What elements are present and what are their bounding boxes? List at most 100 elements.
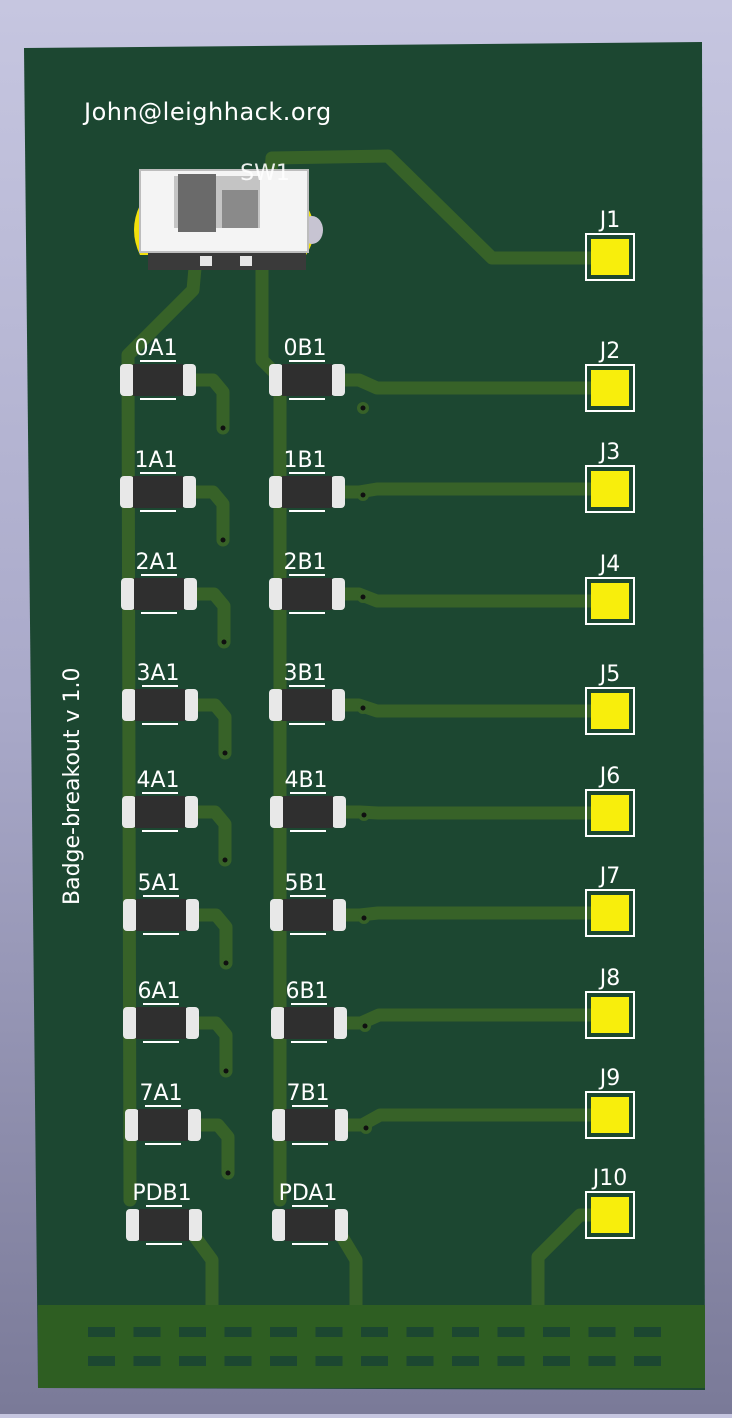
jumper-pad[interactable]: J5 [585,662,635,735]
edge-pad [452,1327,479,1337]
resistor-cap-left [269,476,283,508]
resistor-cap-right [188,1209,202,1241]
jumper-pad-copper [591,795,629,831]
trace-b-row [339,906,617,922]
edge-pad [361,1327,388,1337]
resistor: PDB1 [126,1181,202,1245]
edge-pad [588,1356,616,1366]
resistor-cap-left [123,899,137,931]
resistor-cap-left [269,364,283,396]
jumper-pad-outline [585,687,635,735]
jumper-ref-label: J5 [598,662,621,687]
switch-ref-label: SW1 [240,161,290,186]
jumper-pad[interactable]: J10 [585,1166,635,1239]
switch-knob-shade [222,190,258,228]
trace-a-row [192,908,233,970]
resistor-ref-label: PDB1 [132,1181,191,1206]
jumper-pad[interactable]: J6 [585,764,635,837]
resistor: 4B1 [270,768,346,832]
jumper-ref-label: J3 [598,440,621,465]
resistor-ref-label: 2B1 [283,550,326,575]
resistor-cap-right [185,899,199,931]
trace-a-row [190,587,231,649]
resistor-cap-right [333,1007,347,1039]
resistor: 2A1 [121,550,197,614]
edge-pad [588,1327,616,1337]
jumper-pad[interactable]: J8 [585,966,635,1039]
jumper-pad-copper [591,583,629,619]
resistor: 1A1 [120,448,196,512]
resistor-ref-label: 5B1 [284,871,327,896]
resistor-cap-left [269,578,283,610]
jumper-pad-outline [585,233,635,281]
edge-pad [88,1356,115,1366]
jumper-pad[interactable]: J2 [585,339,635,412]
switch-knob[interactable] [178,174,216,232]
resistor-cap-right [332,899,346,931]
edge-pad [406,1356,434,1366]
edge-connector-pads [88,1327,661,1366]
resistor-cap-right [331,689,345,721]
resistor-cap-right [182,364,196,396]
jumper-pad[interactable]: J4 [585,552,635,625]
edge-pad [179,1327,206,1337]
edge-pad [133,1327,161,1337]
jumper-pad[interactable]: J3 [585,440,635,513]
resistor: 6B1 [271,979,347,1043]
edge-pad [497,1327,525,1337]
jumper-pad-copper [591,895,629,931]
edge-pad [224,1356,252,1366]
switch-pin-left [200,256,212,266]
trace-a-row [192,1016,233,1078]
resistor-body [282,476,332,508]
resistor-body [284,1007,334,1039]
via-hole [222,857,228,863]
jumper-pad-copper [591,997,629,1033]
jumper-pad[interactable]: J7 [585,864,635,937]
resistor-body [283,796,333,828]
edge-pad [452,1356,479,1366]
resistor-cap-right [331,578,345,610]
resistor-cap-left [122,796,136,828]
trace-sw1-j1 [263,149,615,265]
resistor-ref-label: 7B1 [286,1081,329,1106]
trace-a-row [191,698,232,760]
resistor: 1B1 [269,448,345,512]
resistor: 7B1 [272,1081,348,1145]
resistor: 4A1 [122,768,198,832]
resistor-cap-left [271,1007,285,1039]
resistor-body [283,899,333,931]
resistor-ref-label: 0A1 [134,336,177,361]
resistor-body [285,1109,335,1141]
jumper-ref-label: J8 [598,966,621,991]
via-hole [223,1068,229,1074]
resistor-cap-left [125,1109,139,1141]
resistor-cap-left [126,1209,140,1241]
switch-sw1[interactable]: SW1 [134,161,323,270]
resistor-cap-left [120,476,134,508]
jumper-pad-outline [585,889,635,937]
via-hole [363,1125,369,1131]
resistor-ref-label: 0B1 [283,336,326,361]
jumper-ref-label: J10 [591,1166,627,1191]
resistor-cap-right [331,364,345,396]
jumper-pad[interactable]: J9 [585,1066,635,1139]
resistor-body [282,364,332,396]
edge-pad [634,1356,661,1366]
trace-bus-a [121,261,202,1207]
resistor: 3A1 [122,661,198,725]
silk-email: John@leighhack.org [82,98,332,126]
jumper-pad-outline [585,991,635,1039]
via-hole [360,705,366,711]
trace-b-row [340,1008,617,1030]
resistor-ref-label: 1A1 [134,448,177,473]
jumper-pad-outline [585,364,635,412]
jumper-ref-label: J1 [598,208,621,233]
jumper-pad[interactable]: J1 [585,208,635,281]
edge-pad [315,1327,343,1337]
resistor-cap-left [270,899,284,931]
trace-a-row [189,373,230,435]
via-hole [361,812,367,818]
edge-pad [133,1356,161,1366]
trace-b-row [338,698,617,718]
